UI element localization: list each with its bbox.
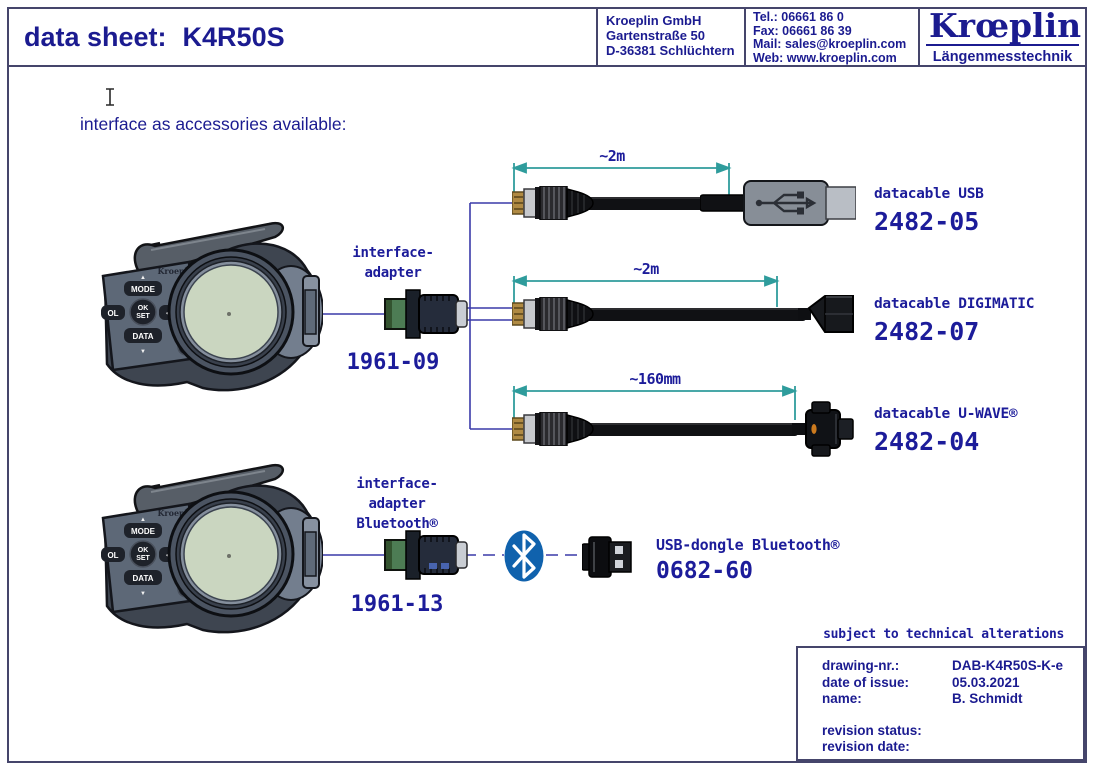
adapter-top-label: interface- adapter [328,243,458,283]
usb-cable-line [560,197,710,210]
intro-text: interface as accessories available: [80,114,347,134]
bluetooth-icon [504,530,544,582]
dongle-name: USB-dongle Bluetooth® [656,536,840,554]
interface-adapter-bluetooth [383,528,469,582]
company-logo: Krœplin Längenmesstechnik [918,9,1085,65]
digimatic-cable-connector [512,297,594,331]
usb-cable-code: 2482-05 [874,207,980,236]
uwave-cable-connector [512,412,594,446]
title-model: K4R50S [182,21,285,52]
usb-plug [700,180,856,226]
dimension-lines [511,162,798,420]
revision-status-value [952,723,1083,740]
uwave-plug [792,400,858,458]
company-name: Kroeplin GmbH [606,13,702,28]
page-border [7,7,1087,763]
adapter-bottom-label-line1: interface- [356,476,438,492]
info-row-revision-date: revision date: [822,739,1083,756]
company-address: Kroeplin GmbH Gartenstraße 50 D-36381 Sc… [596,9,744,65]
usb-dongle [582,536,632,578]
uwave-cable-code: 2482-04 [874,427,980,456]
text-cursor-icon [106,88,114,106]
info-row-issue: date of issue: 05.03.2021 [822,675,1083,692]
gauge-device-bottom [93,458,323,643]
header: data sheet: K4R50S Kroeplin GmbH Gartens… [9,9,1085,67]
adapter-bottom-label: interface- adapter Bluetooth® [328,474,466,534]
usb-cable-dimension: ~2m [599,147,625,165]
page-title: data sheet: K4R50S [9,9,596,65]
digimatic-cable-dimension: ~2m [633,260,659,278]
adapter-top-code: 1961-09 [346,350,440,375]
alterations-note: subject to technical alterations [823,627,1064,642]
interface-adapter-top [383,287,469,341]
contact-fax: Fax: 06661 86 39 [753,23,852,38]
uwave-cable-name: datacable U-WAVE® [874,406,1018,422]
company-city: D-36381 Schlüchtern [606,43,735,58]
logo-wordmark: Krœplin [926,9,1081,46]
contact-web: Web: www.kroeplin.com [753,50,897,65]
usb-cable-name: datacable USB [874,186,984,202]
company-contact: Tel.: 06661 86 0 Fax: 06661 86 39 Mail: … [744,9,918,65]
gauge-device-top [93,216,323,401]
revision-date-value [952,739,1083,756]
usb-cable-connector [512,186,594,220]
date-of-issue-label: date of issue: [822,674,910,690]
title-label: data sheet: [24,21,167,52]
contact-mail: Mail: sales@kroeplin.com [753,37,907,51]
contact-tel: Tel.: 06661 86 0 [753,10,844,24]
info-row-revision-status: revision status: [822,723,1083,740]
name-value: B. Schmidt [952,691,1023,706]
drawing-nr-label: drawing-nr.: [822,658,900,673]
date-of-issue-value: 05.03.2021 [952,674,1020,690]
info-row-drawing: drawing-nr.: DAB-K4R50S-K-e [822,658,1083,675]
adapter-top-label-line1: interface- [352,245,434,261]
uwave-cable-dimension: ~160mm [629,370,681,388]
revision-status-label: revision status: [822,722,922,738]
dongle-code: 0682-60 [656,558,753,584]
uwave-cable-line [560,423,798,436]
digimatic-plug [798,289,856,339]
drawing-nr-value: DAB-K4R50S-K-e [952,658,1064,673]
info-row-name: name: B. Schmidt [822,691,1083,708]
logo-tagline: Längenmesstechnik [932,49,1073,65]
digimatic-cable-name: datacable DIGIMATIC [874,296,1035,312]
adapter-top-label-line2: adapter [364,265,422,281]
name-label: name: [822,691,862,706]
digimatic-cable-line [560,308,806,321]
drawing-info-box: drawing-nr.: DAB-K4R50S-K-e date of issu… [796,646,1085,761]
adapter-bottom-code: 1961-13 [350,592,444,617]
company-street: Gartenstraße 50 [606,28,705,43]
adapter-bottom-label-line2: adapter [368,496,426,512]
adapter-bottom-label-line3: Bluetooth® [356,516,438,532]
digimatic-cable-code: 2482-07 [874,317,980,346]
revision-date-label: revision date: [822,739,910,754]
